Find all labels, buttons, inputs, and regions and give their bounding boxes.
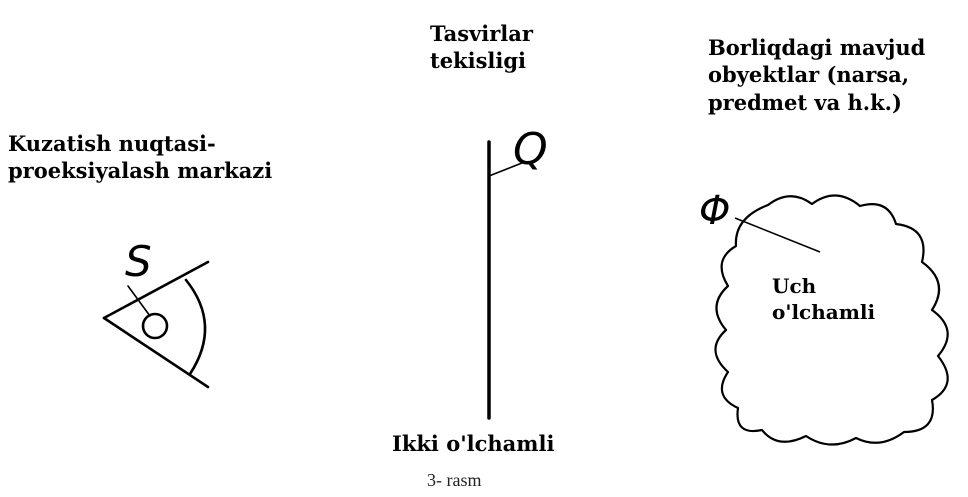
real-objects-label: Borliqdagi mavjud obyektlar (narsa, pred… xyxy=(708,34,925,116)
real-objects-label-line-2: obyektlar (narsa, xyxy=(708,62,910,88)
eye-pupil xyxy=(141,312,169,340)
eye-icon xyxy=(102,260,210,389)
real-objects-label-line-1: Borliqdagi mavjud xyxy=(708,35,926,60)
observer-label-line-1: Kuzatish nuqtasi- xyxy=(8,131,216,156)
s-leader-line xyxy=(127,285,151,317)
figure-caption: 3- rasm xyxy=(427,470,482,490)
image-plane-label-line-2: tekisligi xyxy=(430,48,527,74)
three-dimensional-label: Uch o'lchamli xyxy=(772,273,875,325)
image-plane-label-line-1: Tasvirlar xyxy=(430,21,533,46)
eye-upper-lid xyxy=(102,260,210,320)
three-dimensional-label-line-1: Uch xyxy=(772,274,817,298)
phi-leader-line xyxy=(734,217,821,253)
three-dimensional-label-line-2: o'lchamli xyxy=(772,300,876,324)
image-plane-label: Tasvirlar tekisligi xyxy=(430,20,533,75)
observer-label-line-2: proeksiyalash markazi xyxy=(8,158,273,184)
symbol-q: Q xyxy=(513,124,548,175)
real-objects-label-line-3: predmet va h.k.) xyxy=(708,89,902,115)
q-leader-line xyxy=(488,162,523,177)
observer-label: Kuzatish nuqtasi- proeksiyalash markazi xyxy=(8,130,272,185)
eye-arc xyxy=(184,278,207,376)
two-dimensional-label: Ikki o'lchamli xyxy=(392,431,555,456)
image-plane xyxy=(487,140,523,420)
symbol-phi: Φ xyxy=(699,188,730,234)
object-cloud xyxy=(714,194,949,446)
eye-lower-lid xyxy=(102,316,210,389)
symbol-s: S xyxy=(125,237,152,286)
